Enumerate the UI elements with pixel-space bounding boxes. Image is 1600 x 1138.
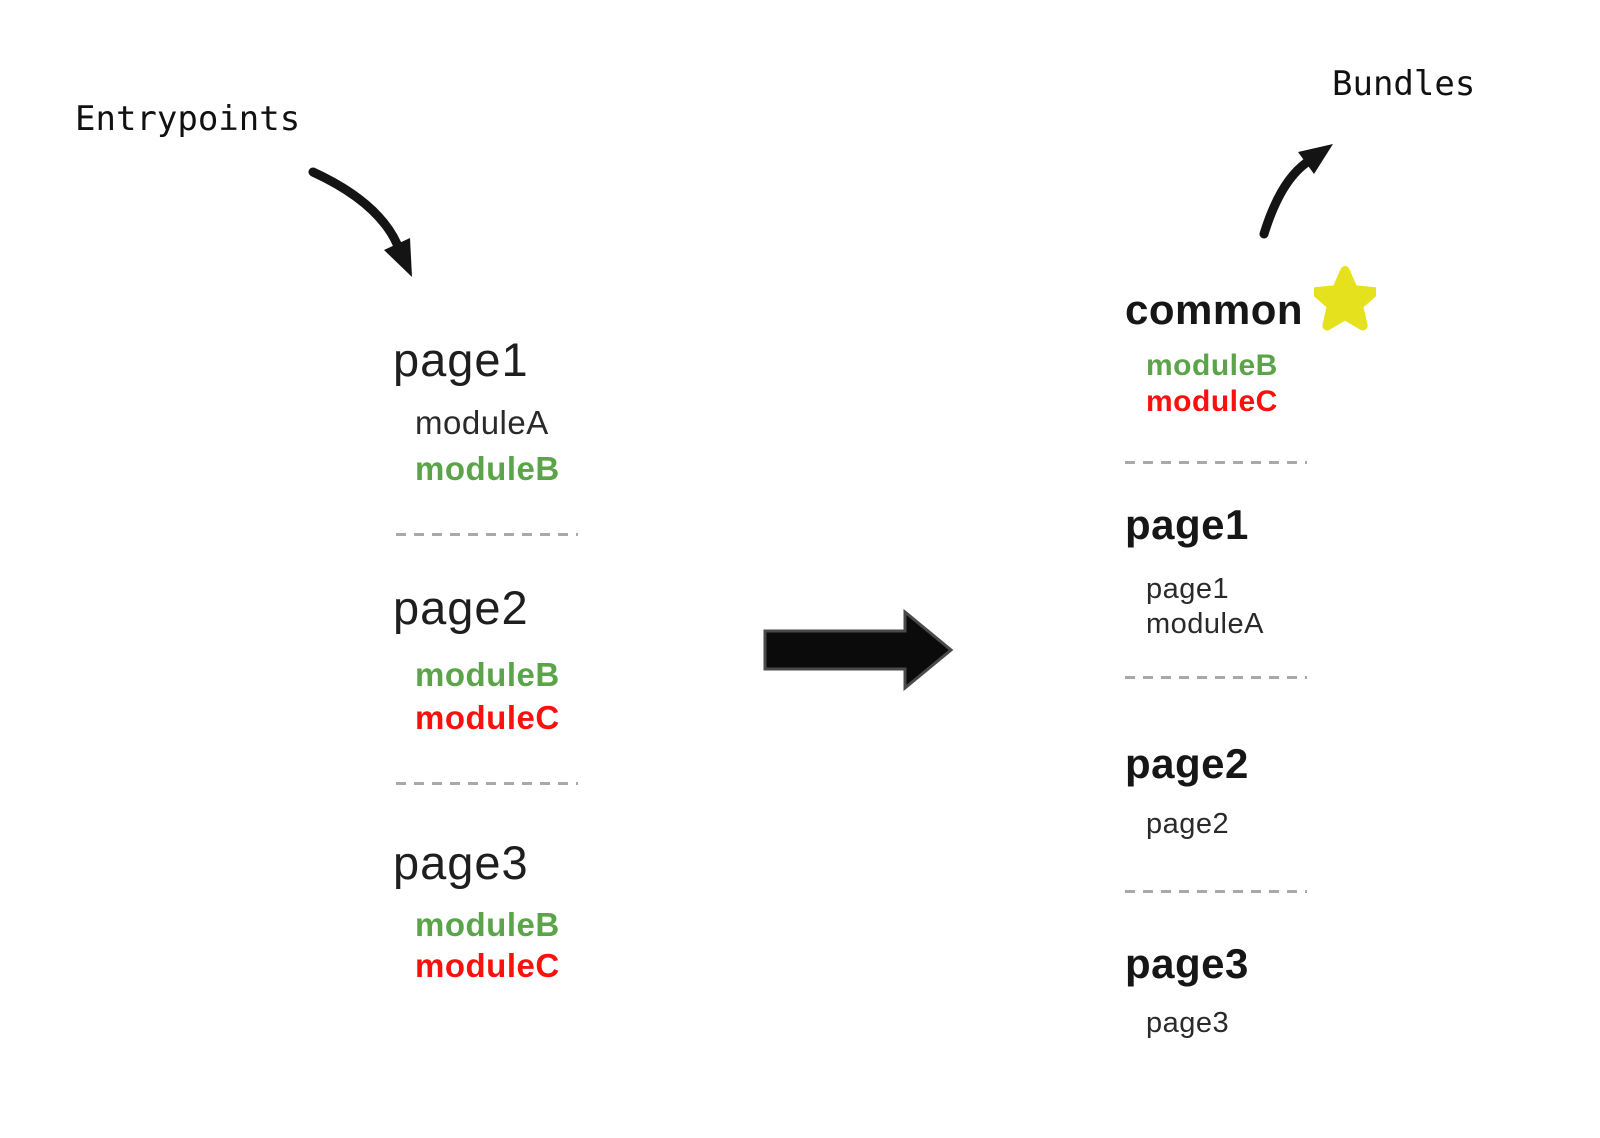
bundle-page2-entry: page2 xyxy=(1146,808,1230,840)
entrypoint-page3-moduleC: moduleC xyxy=(415,947,560,984)
separator-dashed xyxy=(396,782,578,785)
bundle-common-title: common xyxy=(1125,286,1304,333)
bundle-page1-moduleA: moduleA xyxy=(1146,608,1264,640)
entrypoint-page2-moduleB: moduleB xyxy=(415,656,560,693)
entrypoint-page2-moduleC: moduleC xyxy=(415,699,560,736)
bundle-page3-title: page3 xyxy=(1125,940,1249,987)
entrypoint-page2-title: page2 xyxy=(393,581,529,634)
separator-dashed xyxy=(1125,890,1307,893)
entrypoint-page1-title: page1 xyxy=(393,333,529,386)
entrypoints-label: Entrypoints xyxy=(75,99,301,139)
entrypoint-page3-title: page3 xyxy=(393,836,529,889)
bundle-page1-title: page1 xyxy=(1125,501,1249,548)
separator-dashed xyxy=(1125,461,1307,464)
bundle-common-moduleB: moduleB xyxy=(1146,349,1278,382)
entrypoints-curved-arrow xyxy=(308,167,412,277)
entrypoint-page3-moduleB: moduleB xyxy=(415,906,560,943)
bundle-common-moduleC: moduleC xyxy=(1146,385,1278,418)
transform-arrow xyxy=(763,608,954,692)
star-shape xyxy=(1311,266,1379,331)
bundles-curved-arrow xyxy=(1259,144,1333,239)
bundle-page3-entry: page3 xyxy=(1146,1007,1230,1039)
separator-dashed xyxy=(1125,676,1307,679)
entrypoint-page1-moduleA: moduleA xyxy=(415,404,549,441)
star-icon xyxy=(1311,266,1379,334)
bundle-page2-title: page2 xyxy=(1125,740,1249,787)
entrypoint-page1-moduleB: moduleB xyxy=(415,450,560,487)
bundles-label: Bundles xyxy=(1332,64,1476,104)
separator-dashed xyxy=(396,533,578,536)
bundle-page1-entry: page1 xyxy=(1146,573,1230,605)
